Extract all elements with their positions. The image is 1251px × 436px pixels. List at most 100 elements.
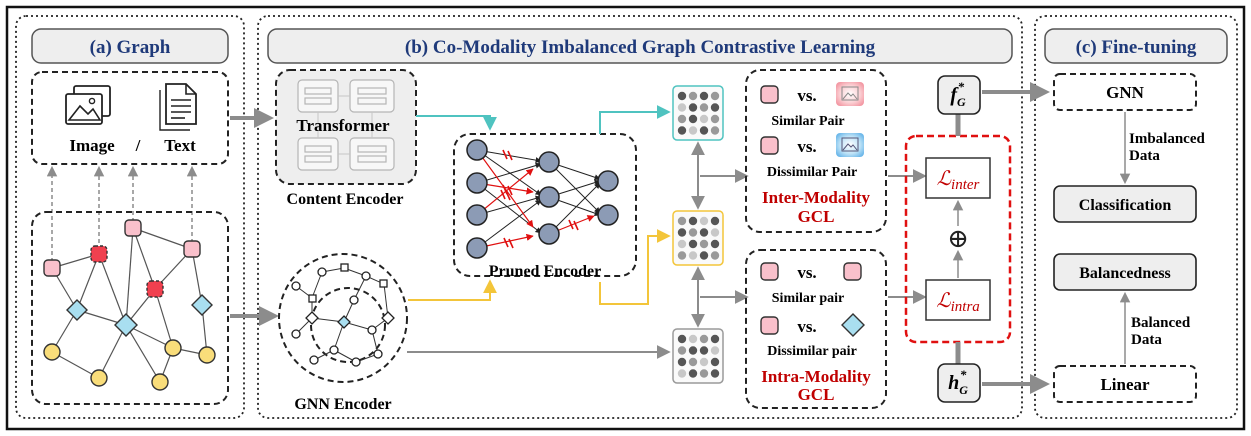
matrix-cell [677,228,687,237]
matrix-cell [699,114,709,124]
outer-frame [5,5,1246,431]
intra-modality-box [745,249,887,409]
gnn-encoder-label: GNN Encoder [294,396,391,413]
classification-box [1053,185,1197,223]
matrix-cell [710,346,720,355]
matrix-cell [677,251,687,260]
node-pink [183,240,201,258]
matrix-cell [710,228,720,237]
matrix-cell [688,369,698,378]
matrix-cell [699,357,709,367]
intra-loss-box [925,279,991,321]
node-yellow [90,369,108,387]
matrix-cell [688,216,698,226]
graph-nodes [43,219,216,391]
inter-modality-title: Inter-Modality [762,188,870,207]
node-blue [191,294,213,316]
matrix-cell [677,357,687,367]
document-icon [159,83,197,131]
f-embedding-box [937,75,981,115]
matrix-cell [677,126,687,135]
panel-a-title: (a) Graph [90,37,171,58]
node-pink [124,219,142,237]
matrix-cell [677,114,687,124]
node-blue [66,299,88,321]
dissimilar-pair-label: Dissimilar Pair [767,165,857,180]
panel-c-title: (c) Fine-tuning [1076,37,1197,58]
node-yellow [164,339,182,357]
panel-b-frame [257,15,1023,419]
matrix-cell [699,91,709,101]
matrix-cell [699,346,709,355]
inter-loss-label: ℒinter [937,168,980,193]
balancedness-box [1053,253,1197,291]
plus-icon: ⊕ [947,224,969,253]
matrix-icon [672,85,724,141]
node-pink [760,85,779,104]
node-to-modality-arrows [46,165,198,262]
matrix-cell [699,228,709,237]
image-icon [836,133,864,157]
pruned-encoder-label: Pruned Encoder [489,263,601,280]
inter-modality-box [745,69,887,233]
vs-label: vs. [797,86,816,105]
matrix-cell [710,334,720,344]
node-pink [760,316,779,335]
panel-b-title-bar: (b) Co-Modality Imbalanced Graph Contras… [267,28,1013,64]
yellow-connectors [408,229,671,305]
image-icon [65,85,111,125]
slash-label: / [135,136,141,155]
graph-box [31,211,229,405]
matrix-cell [688,346,698,355]
matrix-cell [710,216,720,226]
matrix-cell [677,216,687,226]
matrix-cell [677,369,687,378]
panel-a-title-bar: (a) Graph [31,28,229,64]
matrix-cell [688,239,698,249]
intra-modality-gcl: GCL [798,385,835,404]
intra-modality-title: Intra-Modality [761,367,871,386]
gnn-label: GNN [1106,83,1145,102]
linear-box [1053,365,1197,403]
matrix-cell [688,126,698,135]
linear-label: Linear [1100,375,1150,394]
matrix-cell [710,103,720,112]
similar-pair-label: Similar pair [772,291,844,306]
matrix-icon [672,210,724,266]
matrix-cell [710,239,720,249]
matrix-icon [672,328,724,384]
node-pink [760,262,779,281]
panel-c-title-bar: (c) Fine-tuning [1044,28,1228,64]
matrix-cell [688,357,698,367]
matrix-cell [710,357,720,367]
transformer-label: Transformer [296,116,390,135]
similar-pair-label: Similar Pair [771,114,844,129]
balanced-data-label: Balanced [1131,315,1191,331]
h-embedding-box [937,363,981,403]
matrix-cell [677,91,687,101]
h-embedding-label: hG* [948,367,968,397]
matrix-cell [699,369,709,378]
text-label: Text [164,136,196,155]
matrix-cell [688,228,698,237]
image-label: Image [69,136,115,155]
matrix-cell [710,91,720,101]
node-yellow [151,373,169,391]
gnn-box [1053,73,1197,111]
matrix-cell [710,114,720,124]
matrix-cell [699,334,709,344]
matrix-cell [699,103,709,112]
matrix-cell [677,239,687,249]
panel-a-frame [15,15,245,419]
matrix-cell [688,91,698,101]
matrix-cell [688,334,698,344]
content-encoder-label: Content Encoder [287,191,404,208]
node-pink [843,262,862,281]
node-red [90,245,108,263]
node-pink [760,136,779,155]
matrix-cell [688,114,698,124]
classification-label: Classification [1079,197,1172,214]
inter-modality-gcl: GCL [798,207,835,226]
balanced-data-label-2: Data [1131,332,1162,348]
